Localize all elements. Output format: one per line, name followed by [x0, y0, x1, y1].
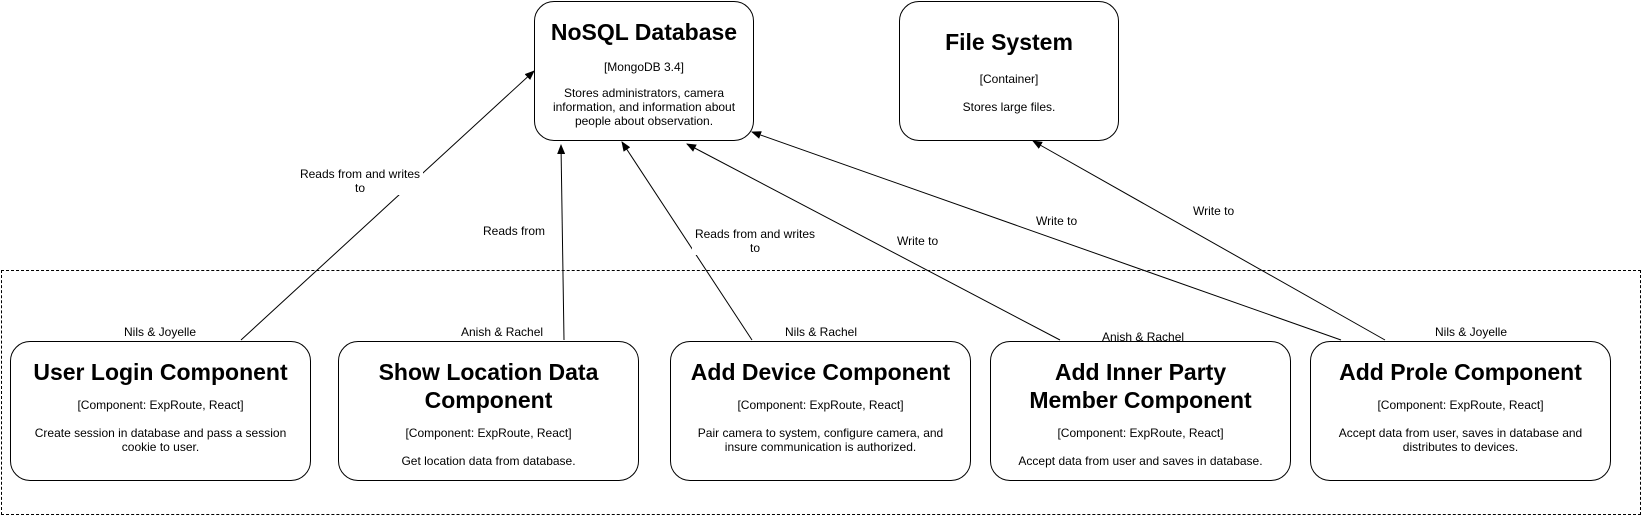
edge-label-show-location: Reads from: [483, 224, 546, 238]
container-tech: [MongoDB 3.4]: [603, 60, 685, 74]
component-description: Pair camera to system, configure camera,…: [697, 426, 944, 454]
component-author: Nils & Joyelle: [1435, 325, 1508, 339]
component-boundary: [1, 270, 1641, 515]
file-system-box[interactable]: File System [Container] Stores large fil…: [899, 1, 1119, 141]
component-description: Accept data from user and saves in datab…: [1018, 454, 1263, 468]
edge-label-prole-nosql: Write to: [1036, 214, 1078, 228]
edge-label-prole-filesystem: Write to: [1193, 204, 1235, 218]
container-name: NoSQL Database: [550, 19, 738, 45]
arrow-add-device-to-nosql: [621, 141, 753, 341]
component-name: Add Inner Party Member Component: [1029, 359, 1252, 413]
container-description: Stores administrators, camera informatio…: [552, 86, 736, 128]
component-box-add-inner-party[interactable]: Add Inner Party Member Component [Compon…: [990, 341, 1291, 481]
component-box-add-device[interactable]: Add Device Component [Component: ExpRout…: [670, 341, 971, 481]
component-tech: [Component: ExpRoute, React]: [737, 398, 904, 412]
component-name: Add Device Component: [690, 359, 951, 385]
component-box-show-location[interactable]: Show Location Data Component [Component:…: [338, 341, 639, 481]
arrow-inner-party-to-nosql: [686, 143, 1061, 341]
container-tech: [Container]: [979, 72, 1039, 86]
edge-label-user-login: Reads from and writes to: [297, 167, 423, 195]
component-description: Create session in database and pass a se…: [34, 426, 287, 454]
arrow-prole-to-nosql: [751, 131, 1342, 341]
component-tech: [Component: ExpRoute, React]: [1057, 426, 1224, 440]
component-name: Add Prole Component: [1339, 359, 1582, 385]
nosql-database-box[interactable]: NoSQL Database [MongoDB 3.4] Stores admi…: [534, 1, 754, 141]
component-author: Nils & Rachel: [785, 325, 858, 339]
component-description: Get location data from database.: [401, 454, 576, 468]
component-author: Nils & Joyelle: [124, 325, 197, 339]
component-name: Show Location Data Component: [378, 359, 599, 413]
component-description: Accept data from user, saves in database…: [1338, 426, 1583, 454]
component-tech: [Component: ExpRoute, React]: [405, 426, 572, 440]
component-box-user-login[interactable]: User Login Component [Component: ExpRout…: [10, 341, 311, 481]
container-description: Stores large files.: [962, 100, 1056, 114]
component-author: Anish & Rachel: [1102, 330, 1185, 344]
arrow-prole-to-filesystem: [1032, 140, 1386, 341]
component-box-add-prole[interactable]: Add Prole Component [Component: ExpRoute…: [1310, 341, 1611, 481]
component-name: User Login Component: [33, 359, 288, 385]
edge-label-inner-party: Write to: [897, 234, 939, 248]
arrow-show-location-to-nosql: [557, 144, 566, 341]
container-name: File System: [945, 29, 1073, 55]
component-tech: [Component: ExpRoute, React]: [1377, 398, 1544, 412]
component-author: Anish & Rachel: [461, 325, 544, 339]
arrow-user-login-to-nosql: [240, 70, 535, 341]
edge-label-add-device: Reads from and writes to: [692, 227, 818, 255]
component-tech: [Component: ExpRoute, React]: [77, 398, 244, 412]
